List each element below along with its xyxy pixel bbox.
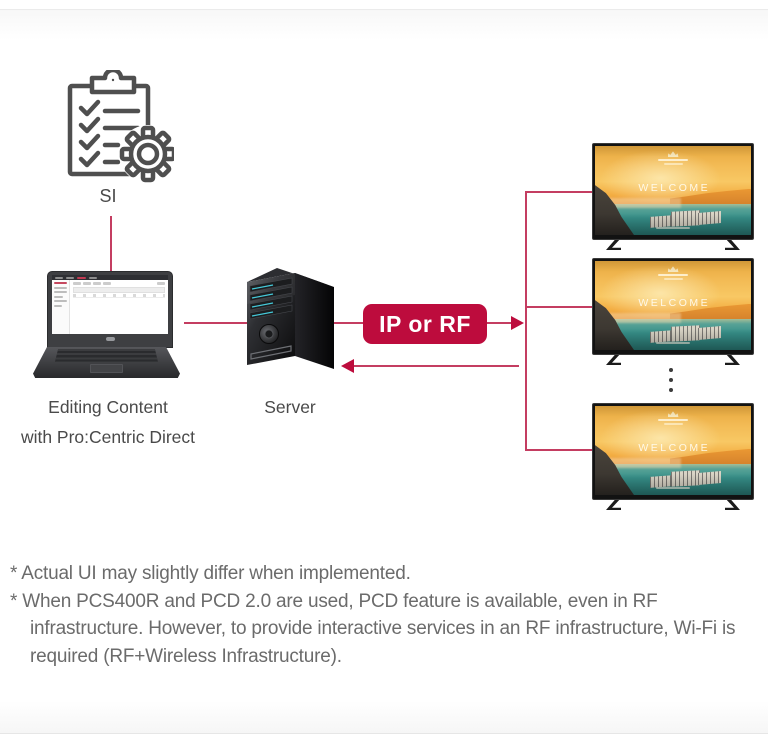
tv-footer-text-bar — [656, 341, 690, 344]
tv-bezel: WELCOME — [592, 403, 754, 500]
branch-tv3 — [526, 449, 593, 451]
clipboard-gear-icon — [67, 70, 174, 183]
tv-foot-left — [606, 240, 621, 250]
laptop-keyboard — [55, 349, 158, 362]
welcome-text: WELCOME — [595, 182, 751, 194]
hotel-logo-icon — [595, 411, 751, 425]
footnotes: * Actual UI may slightly differ when imp… — [10, 560, 736, 670]
tv-foot-left — [606, 500, 621, 510]
arrow-left-icon — [341, 359, 354, 373]
footnote-2: * When PCS400R and PCD 2.0 are used, PCD… — [10, 590, 736, 667]
lg-logo — [105, 337, 115, 341]
laptop-trackpad — [90, 364, 123, 373]
connector-si-laptop — [110, 216, 112, 273]
tv-bezel: WELCOME — [592, 258, 754, 355]
bottom-gradient-band — [0, 701, 768, 733]
transport-badge: IP or RF — [363, 304, 487, 344]
connector-laptop-server — [184, 322, 248, 324]
tv-display-3: WELCOME — [592, 403, 754, 510]
laptop-display-ui — [52, 275, 168, 334]
laptop-caption-line1: Editing Content — [48, 397, 168, 417]
return-line — [353, 365, 519, 367]
server-label: Server — [264, 397, 316, 417]
tv-display-1: WELCOME — [592, 143, 754, 250]
hotel-logo-icon — [595, 151, 751, 165]
laptop-ui-sidebar — [52, 280, 70, 334]
hotel-logo-icon — [595, 266, 751, 280]
tv-foot-left — [606, 355, 621, 365]
vertical-ellipsis-icon — [669, 368, 673, 392]
tv-footer-text-bar — [656, 226, 690, 229]
welcome-text: WELCOME — [595, 442, 751, 454]
server-icon — [247, 268, 334, 369]
tv-welcome-screen: WELCOME — [595, 146, 751, 235]
laptop-screen — [47, 271, 173, 348]
arrow-right-icon — [511, 316, 524, 330]
laptop-ui-topbar — [52, 275, 168, 280]
tv-welcome-screen: WELCOME — [595, 261, 751, 350]
si-label: SI — [99, 186, 117, 206]
tv-foot-right — [725, 500, 740, 510]
tv-foot-right — [725, 240, 740, 250]
laptop-ui-main — [70, 280, 168, 334]
footnote-1: * Actual UI may slightly differ when imp… — [10, 563, 411, 584]
tv-bezel: WELCOME — [592, 143, 754, 240]
tv-foot-right — [725, 355, 740, 365]
connector-server-badge — [332, 322, 363, 324]
tv-welcome-screen: WELCOME — [595, 406, 751, 495]
laptop-base — [33, 347, 180, 378]
distribution-trunk-line — [525, 191, 527, 451]
welcome-text: WELCOME — [595, 297, 751, 309]
tv-footer-text-bar — [656, 486, 690, 489]
tv-display-2: WELCOME — [592, 258, 754, 365]
laptop-caption-line2: with Pro:Centric Direct — [20, 427, 196, 447]
branch-tv1 — [526, 191, 593, 193]
top-divider — [0, 9, 768, 10]
branch-tv2 — [526, 306, 593, 308]
connector-badge-displays — [487, 322, 513, 324]
top-gradient-band — [0, 10, 768, 40]
